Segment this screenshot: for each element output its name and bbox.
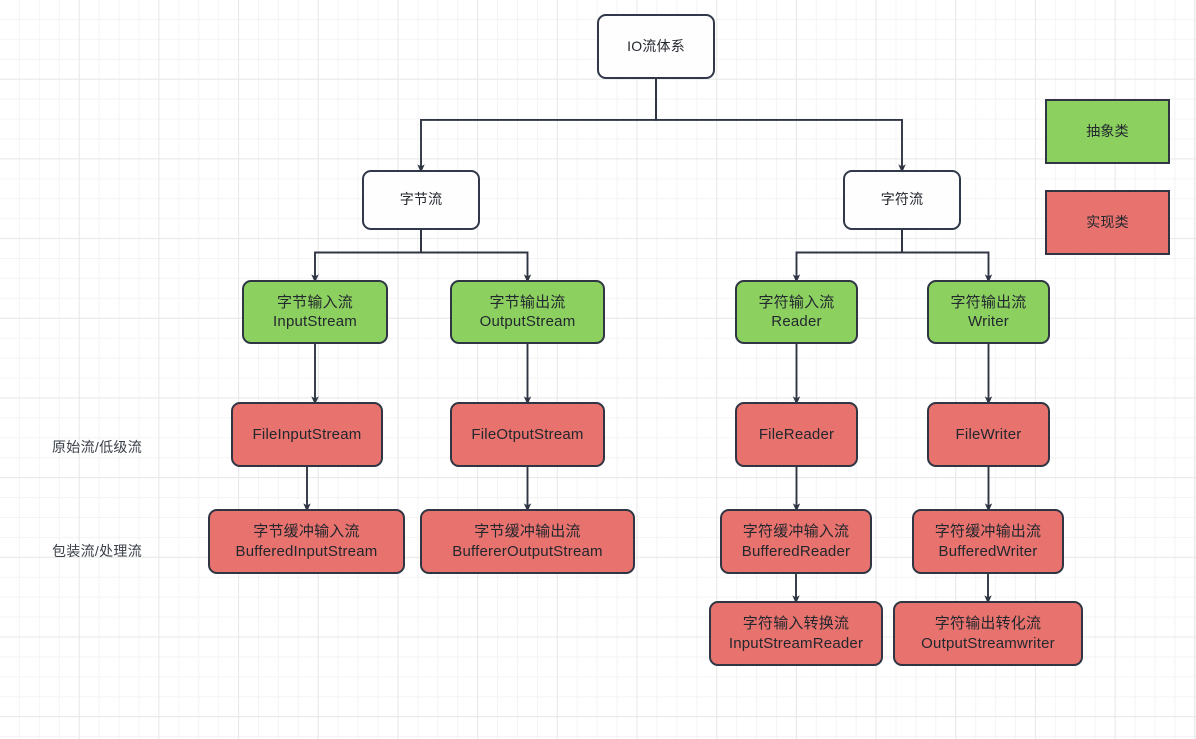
node-bufwriter[interactable]: 字符缓冲输出流 BufferedWriter — [912, 509, 1064, 574]
node-bufreader[interactable]: 字符缓冲输入流 BufferedReader — [720, 509, 872, 574]
edge-char-to-reader — [792, 230, 903, 283]
node-outputstream[interactable]: 字节输出流 OutputStream — [450, 280, 605, 344]
edge-root-to-char — [655, 79, 906, 173]
node-bufoutput[interactable]: 字节缓冲输出流 BuffererOutputStream — [420, 509, 635, 574]
node-bufinput[interactable]: 字节缓冲输入流 BufferedInputStream — [208, 509, 405, 574]
node-reader[interactable]: 字符输入流 Reader — [735, 280, 858, 344]
edge-root-to-byte — [417, 79, 657, 173]
node-inputstream[interactable]: 字节输入流 InputStream — [242, 280, 388, 344]
node-isreader[interactable]: 字符输入转换流 InputStreamReader — [709, 601, 883, 666]
legend-item-abstract: 抽象类 — [1045, 99, 1170, 164]
edge-byte-to-inputstream — [311, 230, 422, 283]
node-byte[interactable]: 字节流 — [362, 170, 480, 230]
edge-char-to-writer — [901, 230, 993, 283]
row-label-raw: 原始流/低级流 — [52, 439, 142, 455]
row-label-wrapper: 包装流/处理流 — [52, 543, 142, 559]
node-oswriter[interactable]: 字符输出转化流 OutputStreamwriter — [893, 601, 1083, 666]
node-filereader[interactable]: FileReader — [735, 402, 858, 467]
edge-byte-to-outputstream — [420, 230, 532, 283]
node-fileinput[interactable]: FileInputStream — [231, 402, 383, 467]
node-fileoutput[interactable]: FileOtputStream — [450, 402, 605, 467]
node-char[interactable]: 字符流 — [843, 170, 961, 230]
node-filewriter[interactable]: FileWriter — [927, 402, 1050, 467]
node-root[interactable]: IO流体系 — [597, 14, 715, 79]
node-writer[interactable]: 字符输出流 Writer — [927, 280, 1050, 344]
legend-item-impl: 实现类 — [1045, 190, 1170, 255]
